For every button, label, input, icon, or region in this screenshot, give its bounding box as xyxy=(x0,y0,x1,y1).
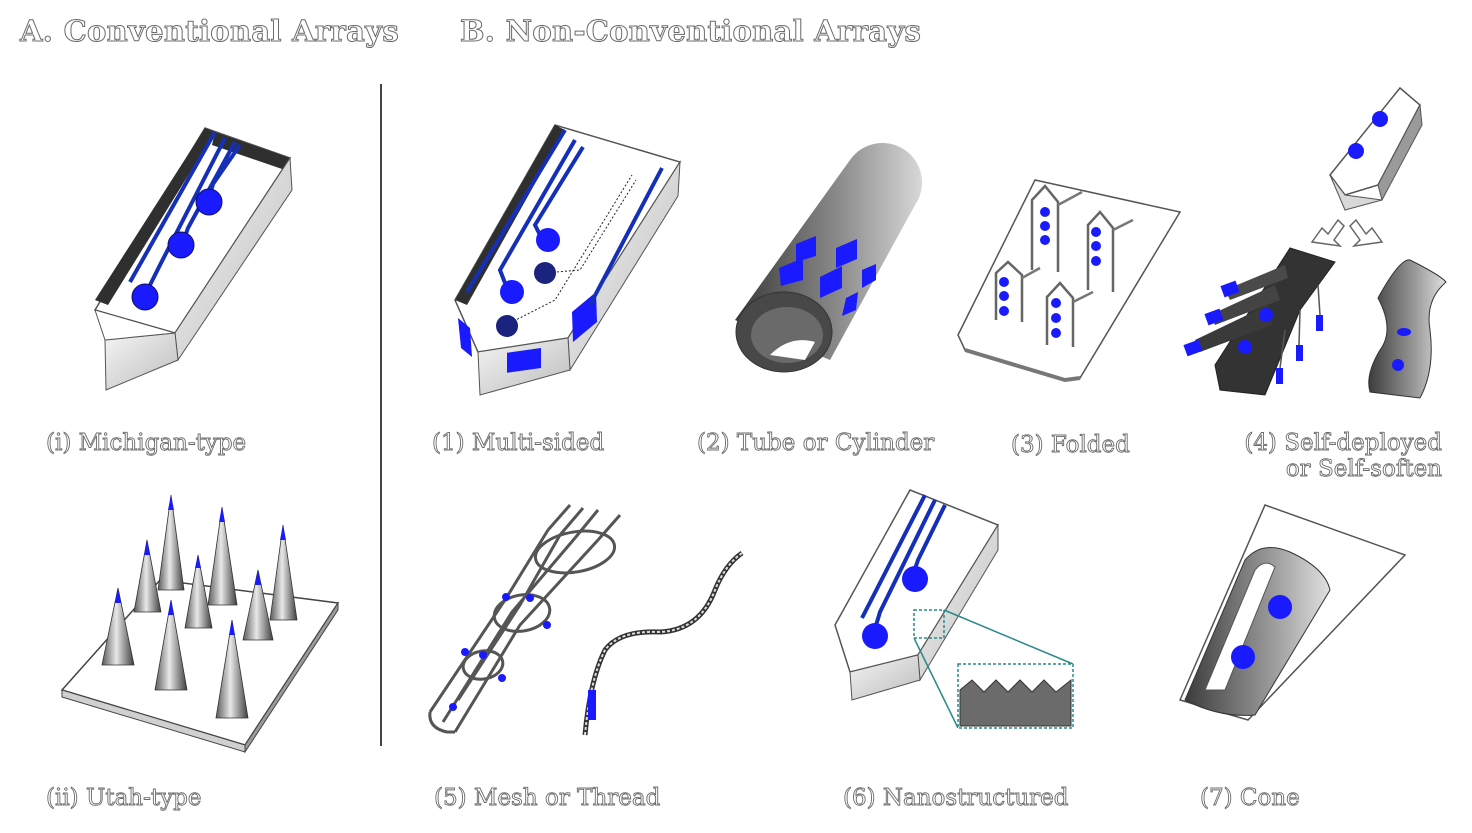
caption-folded: (3) Folded xyxy=(1011,432,1131,459)
caption-cone: (7) Cone xyxy=(1200,785,1301,812)
tube-cylinder-illustration xyxy=(735,142,923,373)
caption-tube-cylinder: (2) Tube or Cylinder xyxy=(697,430,935,457)
caption-utah-type: (ii) Utah-type xyxy=(46,785,202,812)
caption-self-deployed: (4) Self-deployed or Self-soften xyxy=(1240,430,1443,483)
section-heading-non-conventional: B. Non-Conventional Arrays xyxy=(459,14,922,49)
section-heading-conventional: A. Conventional Arrays xyxy=(20,14,400,49)
caption-nanostructured: (6) Nanostructured xyxy=(843,785,1069,812)
multi-sided-probe-illustration xyxy=(454,124,682,396)
mesh-thread-illustration xyxy=(428,504,744,736)
utah-array-illustration xyxy=(60,494,340,754)
caption-self-deployed-line1: (4) Self-deployed xyxy=(1244,430,1443,457)
caption-self-deployed-line2: or Self-soften xyxy=(1285,456,1442,483)
caption-michigan-type: (i) Michigan-type xyxy=(46,430,247,457)
caption-multi-sided: (1) Multi-sided xyxy=(432,430,605,457)
self-deployed-illustration xyxy=(1183,86,1447,399)
folded-probe-illustration xyxy=(957,179,1182,383)
michigan-probe-illustration xyxy=(93,127,293,391)
nanostructured-probe-illustration xyxy=(834,489,1074,729)
section-divider xyxy=(380,84,382,746)
caption-mesh-thread: (5) Mesh or Thread xyxy=(434,785,661,812)
cone-probe-illustration xyxy=(1178,504,1407,721)
